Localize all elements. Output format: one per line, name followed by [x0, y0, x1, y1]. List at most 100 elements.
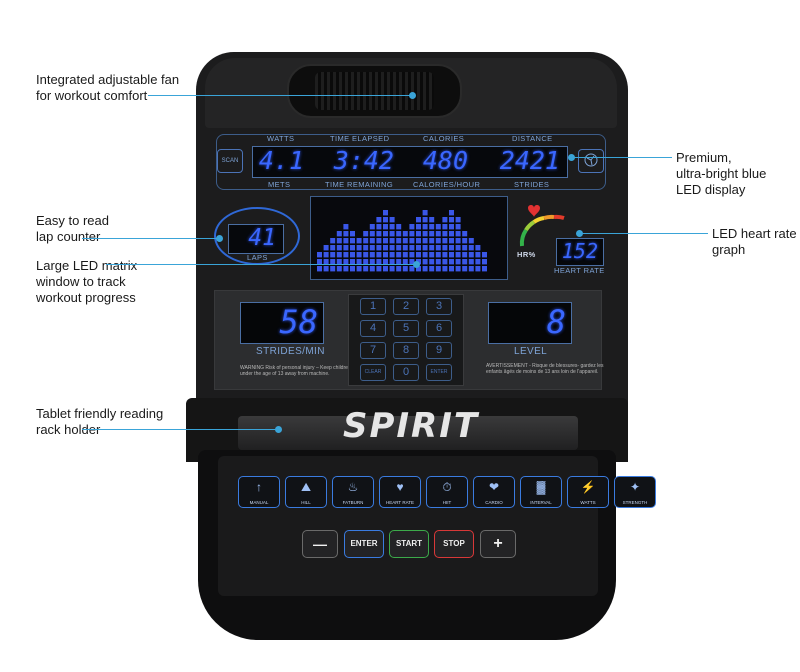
matrix-cell [442, 231, 448, 237]
matrix-cell [396, 238, 402, 244]
key-9[interactable]: 9 [426, 342, 452, 359]
matrix-cell [416, 266, 421, 272]
calories-value: 480 [422, 146, 468, 175]
program-label: HILL [301, 500, 311, 505]
matrix-cell [482, 252, 487, 258]
key-enter[interactable]: ENTER [426, 364, 452, 381]
program-button-strength[interactable]: ✦ STRENGTH [614, 476, 656, 508]
matrix-cell [422, 259, 428, 265]
key-3[interactable]: 3 [426, 298, 452, 315]
matrix-cell [343, 252, 349, 258]
matrix-cell [350, 266, 355, 272]
key-0[interactable]: 0 [393, 364, 419, 381]
matrix-cell [455, 231, 461, 237]
enter-button[interactable]: ENTER [344, 530, 384, 558]
matrix-cell [343, 266, 349, 272]
program-label: WATTS [580, 500, 596, 505]
matrix-cell [330, 252, 336, 258]
program-button-manual[interactable]: ↑MANUAL [238, 476, 280, 508]
matrix-cell [383, 266, 388, 272]
matrix-cell [330, 259, 336, 265]
plus-button[interactable]: + [480, 530, 516, 558]
matrix-cell [330, 245, 336, 251]
matrix-cell [416, 245, 421, 251]
program-button-watts[interactable]: ⚡WATTS [567, 476, 609, 508]
matrix-cell [389, 245, 395, 251]
label-calories-hour: CALORIES/HOUR [413, 180, 481, 189]
key-7[interactable]: 7 [360, 342, 386, 359]
matrix-cell [363, 252, 369, 258]
matrix-cell [402, 245, 408, 251]
matrix-cell [416, 231, 421, 237]
callout-dot-fan [409, 92, 416, 99]
program-button-fatburn[interactable]: ♨FATBURN [332, 476, 374, 508]
matrix-cell [455, 245, 461, 251]
program-button-interval[interactable]: ▓INTERVAL [520, 476, 562, 508]
key-4[interactable]: 4 [360, 320, 386, 337]
key-5[interactable]: 5 [393, 320, 419, 337]
matrix-cell [409, 231, 415, 237]
matrix-cell [363, 245, 369, 251]
matrix-cell [435, 224, 441, 230]
stop-button[interactable]: STOP [434, 530, 474, 558]
matrix-cell [475, 266, 481, 272]
matrix-cell [343, 238, 349, 244]
fan-control-button[interactable] [578, 149, 604, 173]
matrix-cell [442, 224, 448, 230]
key-6[interactable]: 6 [426, 320, 452, 337]
strength-icon: ✦ [629, 480, 641, 494]
matrix-cell [350, 231, 355, 237]
program-button-hiit[interactable]: ⏱HIIT [426, 476, 468, 508]
matrix-cell [336, 238, 342, 244]
matrix-cell [356, 266, 362, 272]
matrix-cell [402, 252, 408, 258]
matrix-cell [462, 245, 468, 251]
matrix-cell [429, 231, 435, 237]
program-label: STRENGTH [622, 500, 648, 505]
matrix-cell [383, 238, 388, 244]
program-button-heart-rate[interactable]: ♥HEART RATE [379, 476, 421, 508]
heart-rate-label: HEART RATE [554, 266, 605, 275]
matrix-cell [336, 259, 342, 265]
minus-button[interactable]: — [302, 530, 338, 558]
interval-icon: ▓ [536, 480, 546, 494]
matrix-cell [389, 252, 395, 258]
matrix-cell [350, 259, 355, 265]
matrix-cell [323, 266, 329, 272]
matrix-cell [330, 266, 336, 272]
fan-vent[interactable] [287, 64, 462, 118]
key-clear[interactable]: CLEAR [360, 364, 386, 381]
matrix-cell [416, 224, 421, 230]
matrix-cell [449, 217, 454, 223]
matrix-cell [383, 259, 388, 265]
matrix-cell [449, 259, 454, 265]
matrix-cell [422, 224, 428, 230]
scan-button[interactable]: SCAN [217, 149, 243, 173]
matrix-cell [396, 252, 402, 258]
stopwatch-icon: ⏱ [442, 480, 452, 494]
start-button[interactable]: START [389, 530, 429, 558]
program-button-cardio[interactable]: ❤CARDIO [473, 476, 515, 508]
matrix-cell [343, 231, 349, 237]
fan-grille [315, 72, 434, 110]
matrix-cell [442, 259, 448, 265]
matrix-cell [356, 245, 362, 251]
matrix-cell [462, 252, 468, 258]
level-screen [488, 302, 572, 344]
matrix-cell [468, 252, 474, 258]
matrix-cell [462, 238, 468, 244]
reading-rack-holder[interactable] [238, 416, 578, 450]
program-button-hill[interactable]: ⛰HILL [285, 476, 327, 508]
callout-fan: Integrated adjustable fan for workout co… [36, 72, 180, 103]
matrix-cell [396, 266, 402, 272]
matrix-cell [449, 238, 454, 244]
matrix-cell [330, 238, 336, 244]
matrix-cell [455, 266, 461, 272]
key-1[interactable]: 1 [360, 298, 386, 315]
callout-dot-led-display [568, 154, 575, 161]
matrix-cell [396, 245, 402, 251]
key-8[interactable]: 8 [393, 342, 419, 359]
matrix-cell [350, 252, 355, 258]
key-2[interactable]: 2 [393, 298, 419, 315]
matrix-cell [336, 266, 342, 272]
